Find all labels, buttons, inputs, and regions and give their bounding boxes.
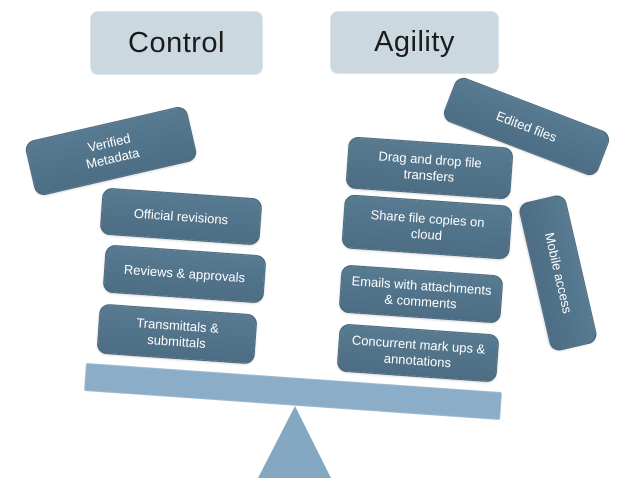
control-header: Control bbox=[90, 11, 263, 75]
node-transmittals-submittals: Transmittals & submittals bbox=[96, 303, 258, 365]
node-emails-attachments-comments: Emails with attachments & comments bbox=[338, 264, 504, 324]
agility-header: Agility bbox=[330, 11, 499, 74]
node-reviews-approvals: Reviews & approvals bbox=[102, 244, 267, 304]
seesaw-fulcrum-triangle bbox=[258, 406, 331, 478]
node-concurrent-markups-annotations: Concurrent mark ups & annotations bbox=[336, 323, 500, 383]
node-mobile-access: Mobile access bbox=[517, 193, 599, 353]
node-drag-drop-file-transfers: Drag and drop file transfers bbox=[345, 136, 514, 200]
node-share-file-copies-cloud: Share file copies on cloud bbox=[341, 194, 513, 260]
node-verified-metadata: Verified Metadata bbox=[23, 105, 199, 197]
node-official-revisions: Official revisions bbox=[99, 187, 263, 246]
